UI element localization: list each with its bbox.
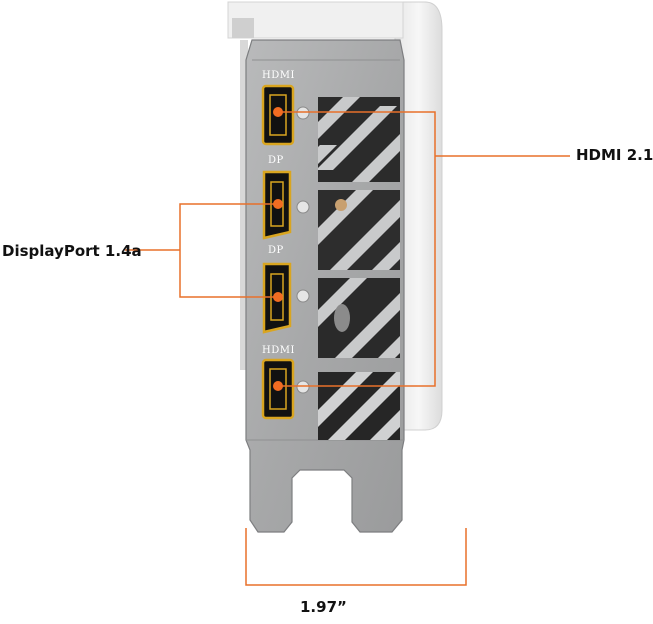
bracket-screws — [296, 106, 310, 394]
hdmi-version-label: HDMI 2.1 — [576, 146, 653, 164]
port-label-dp-2: DP — [268, 245, 284, 256]
vent-grille — [318, 97, 400, 440]
cooler-shroud — [227, 1, 443, 431]
bracket-width-label: 1.97” — [300, 598, 347, 616]
displayport-version-label: DisplayPort 1.4a — [2, 242, 142, 260]
hdmi-callout-line — [278, 111, 570, 387]
displayport-callout-line — [125, 203, 278, 298]
port-markers — [273, 107, 283, 391]
port-label-hdmi-bottom: HDMI — [262, 345, 295, 356]
width-dimension-line — [245, 528, 467, 586]
port-label-dp-1: DP — [268, 155, 284, 166]
product-illustration: HDMI DP DP HDMI — [125, 1, 570, 586]
port-label-hdmi-top: HDMI — [262, 70, 295, 81]
